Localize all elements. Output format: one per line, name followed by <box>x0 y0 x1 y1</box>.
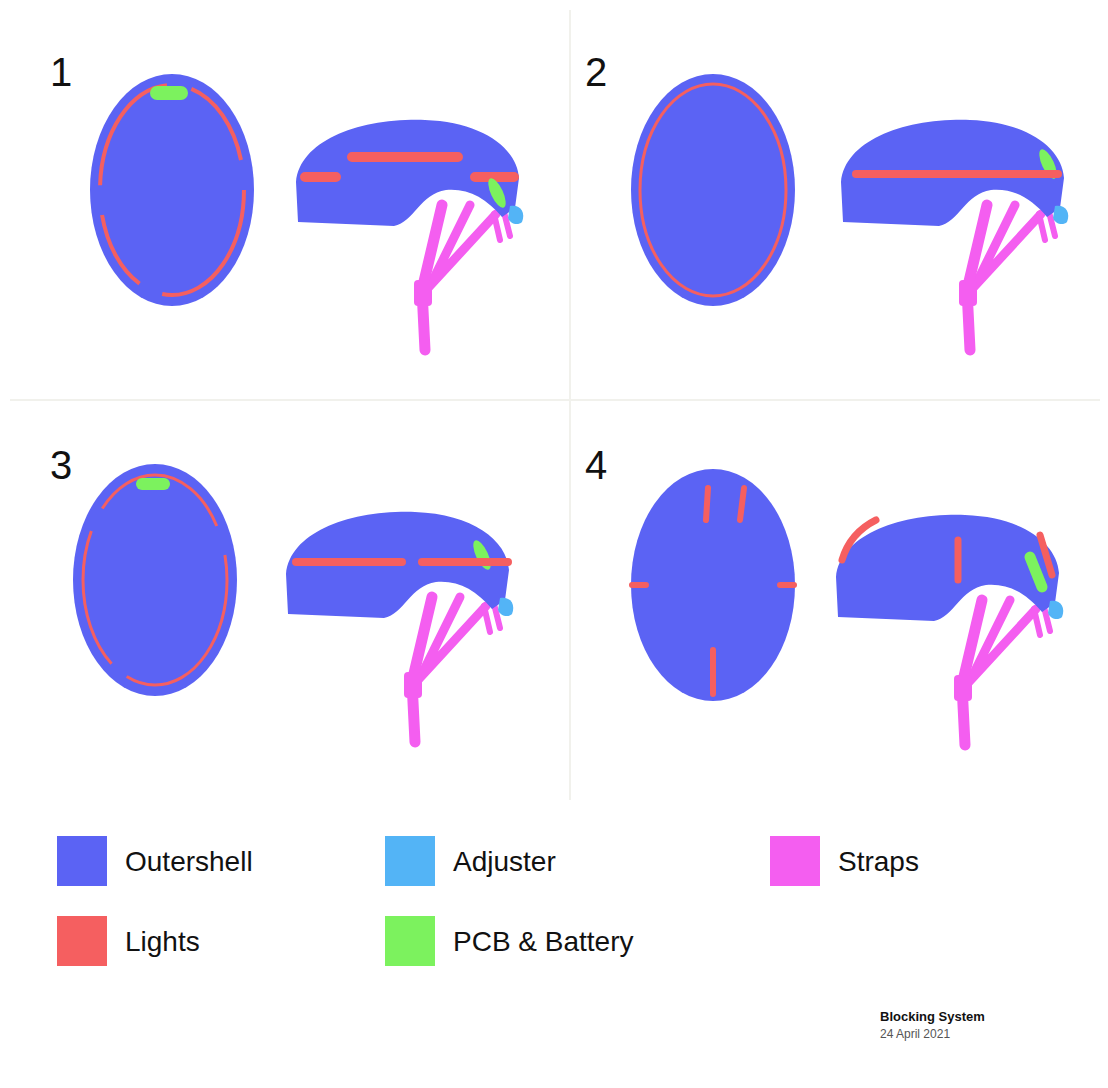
legend-swatch <box>57 916 107 966</box>
panel-number: 2 <box>585 52 607 92</box>
legend-swatch <box>57 836 107 886</box>
panel-number: 1 <box>50 52 72 92</box>
legend-text: PCB & Battery <box>453 925 634 959</box>
panel-number: 4 <box>585 445 607 485</box>
legend-text: Lights <box>125 925 200 959</box>
legend-swatch <box>385 836 435 886</box>
date-note: 24 April 2021 <box>880 1028 950 1040</box>
title: Blocking System <box>880 1010 985 1023</box>
panel-number: 3 <box>50 445 72 485</box>
legend-text: Adjuster <box>453 845 556 879</box>
legend-text: Outershell <box>125 845 253 879</box>
legend-swatch <box>385 916 435 966</box>
legend-swatch <box>770 836 820 886</box>
legend-text: Straps <box>838 845 919 879</box>
